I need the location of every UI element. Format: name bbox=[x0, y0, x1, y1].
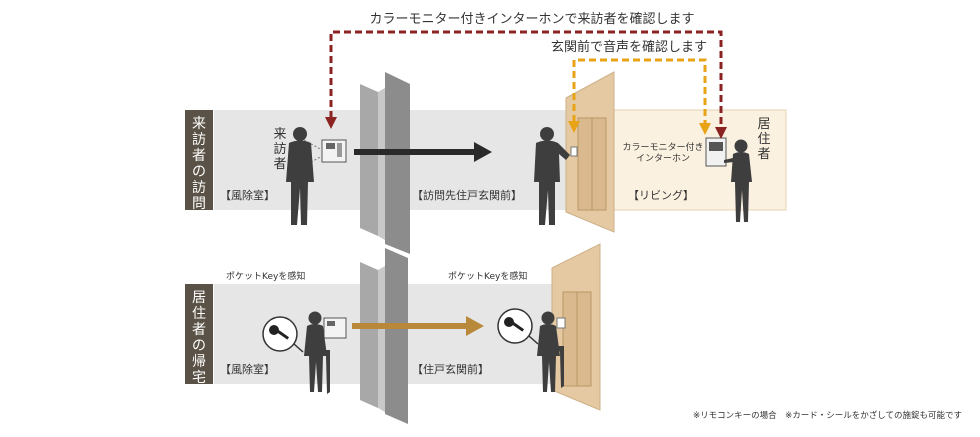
svg-text:住: 住 bbox=[192, 306, 206, 322]
monitor-label-line2: インターホン bbox=[636, 153, 690, 164]
svg-text:居: 居 bbox=[192, 290, 206, 306]
key-icon-right bbox=[504, 317, 525, 332]
svg-text:者: 者 bbox=[757, 147, 770, 162]
unit-entrance-label: 【住戸玄関前】 bbox=[412, 362, 489, 376]
svg-text:の: の bbox=[192, 338, 206, 354]
svg-text:訪: 訪 bbox=[192, 132, 206, 148]
wind-room-label-bottom: 【風除室】 bbox=[220, 362, 275, 376]
pocket-key-label-left: ポケットKeyを感知 bbox=[226, 270, 305, 282]
glass-door-bottom-right bbox=[385, 248, 408, 424]
svg-text:の: の bbox=[192, 164, 206, 180]
svg-text:訪: 訪 bbox=[273, 141, 286, 157]
return-side-label: 居 住 者 の 帰 宅 bbox=[192, 290, 206, 386]
return-side-label-box bbox=[185, 284, 213, 384]
svg-text:者: 者 bbox=[192, 322, 206, 338]
glass-door-top-left bbox=[360, 84, 378, 236]
visitor-silhouette bbox=[286, 127, 314, 225]
glass-door-bottom-left bbox=[360, 262, 378, 408]
visit-floor-living bbox=[599, 109, 787, 211]
svg-text:宅: 宅 bbox=[192, 370, 206, 386]
visitor-label: 来 訪 者 bbox=[273, 127, 286, 172]
footnote: ※リモコンキーの場合 ※カード・シールをかざしての施錠も可能です bbox=[693, 410, 962, 421]
svg-text:者: 者 bbox=[192, 148, 206, 164]
svg-text:者: 者 bbox=[273, 157, 286, 172]
destination-entrance-label: 【訪問先住戸玄関前】 bbox=[412, 188, 522, 202]
svg-text:問: 問 bbox=[192, 196, 206, 212]
svg-text:来: 来 bbox=[273, 127, 286, 142]
wind-room-label-top: 【風除室】 bbox=[220, 188, 275, 202]
svg-text:住: 住 bbox=[757, 132, 770, 147]
visit-side-label: 来 訪 者 の 訪 問 bbox=[192, 116, 206, 212]
resident-label: 居 住 者 bbox=[757, 117, 770, 162]
entrance-voice-route bbox=[572, 58, 707, 124]
visit-side-label-box bbox=[185, 110, 213, 210]
glass-door-top-right bbox=[385, 72, 410, 254]
svg-text:居: 居 bbox=[757, 117, 770, 132]
key-icon-left bbox=[269, 325, 290, 340]
svg-text:来: 来 bbox=[192, 116, 206, 132]
svg-text:帰: 帰 bbox=[192, 353, 206, 370]
resident-silhouette bbox=[724, 139, 752, 222]
door-intercom-panel bbox=[570, 146, 578, 157]
color-monitor-note: カラーモニター付きインターホンで来訪者を確認します bbox=[369, 11, 694, 27]
monitor-label-line1: カラーモニター付き bbox=[622, 142, 703, 153]
living-label: 【リビング】 bbox=[628, 188, 694, 202]
returning-resident-silhouette bbox=[304, 311, 330, 394]
resident-at-door-silhouette bbox=[537, 311, 564, 392]
visitor-at-door-silhouette bbox=[534, 127, 570, 225]
monitor-confirm-route bbox=[329, 30, 723, 128]
svg-text:訪: 訪 bbox=[192, 180, 206, 196]
entrance-voice-note: 玄関前で音声を確認します bbox=[551, 39, 707, 55]
pocket-key-label-right: ポケットKeyを感知 bbox=[448, 270, 527, 282]
